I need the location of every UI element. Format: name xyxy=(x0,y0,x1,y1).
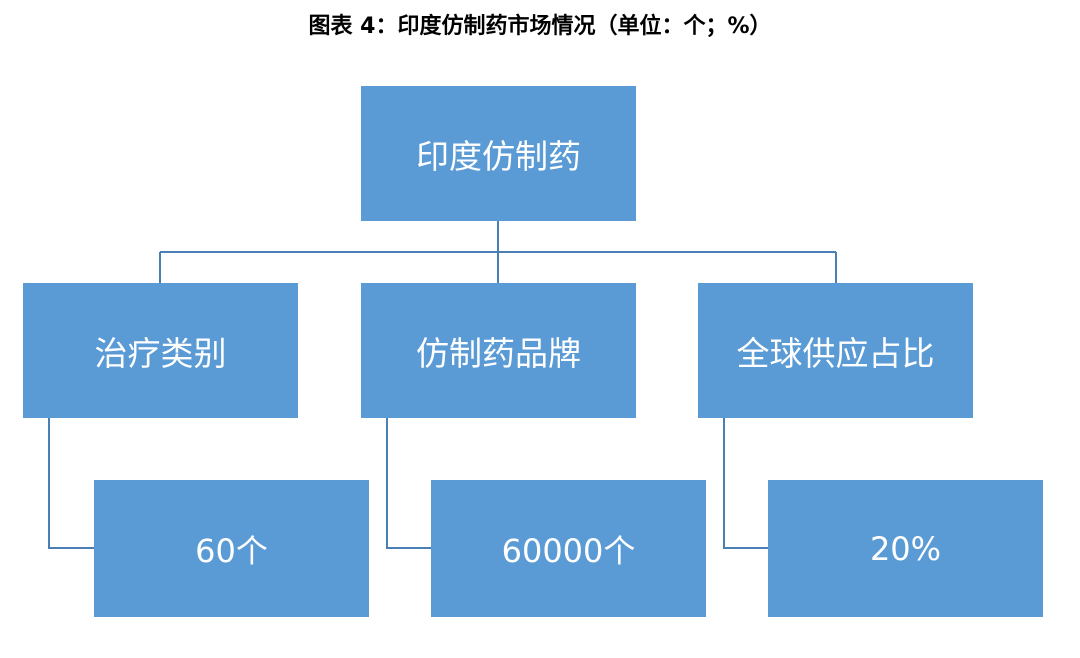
value-node-brands: 60000个 xyxy=(431,480,706,617)
value-connector-2 xyxy=(386,418,431,549)
value-node-treatment: 60个 xyxy=(94,480,369,617)
root-node: 印度仿制药 xyxy=(361,86,636,221)
category-node-label: 全球供应占比 xyxy=(736,333,935,373)
value-connector-3 xyxy=(723,418,768,549)
category-node-global-share: 全球供应占比 xyxy=(698,283,973,418)
figure-title: 图表 4：印度仿制药市场情况（单位：个；%） xyxy=(308,14,772,39)
root-node-label: 印度仿制药 xyxy=(416,136,581,176)
value-node-label: 20% xyxy=(869,529,942,568)
value-node-global-share: 20% xyxy=(768,480,1043,617)
value-node-label: 60000个 xyxy=(501,531,636,570)
category-node-treatment: 治疗类别 xyxy=(23,283,298,418)
category-node-brands: 仿制药品牌 xyxy=(361,283,636,418)
value-node-label: 60个 xyxy=(195,531,268,570)
category-node-label: 治疗类别 xyxy=(94,333,227,373)
value-connector-1 xyxy=(48,418,94,549)
category-node-label: 仿制药品牌 xyxy=(416,333,581,373)
